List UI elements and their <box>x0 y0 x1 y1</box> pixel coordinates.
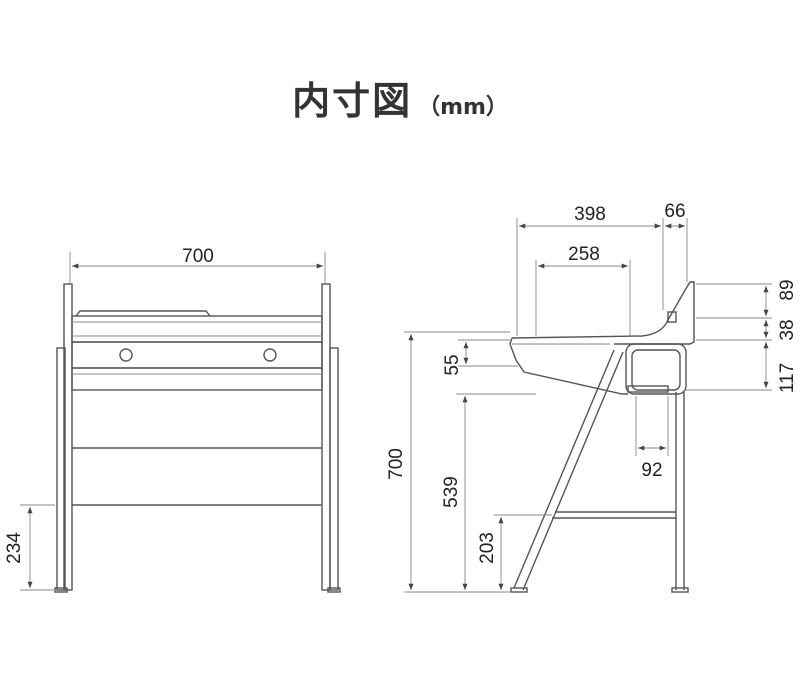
front-left-post <box>63 283 73 591</box>
front-desk-top <box>71 315 323 343</box>
side-front-foot <box>510 587 528 593</box>
side-hutch-height-label: 89 <box>777 279 798 300</box>
side-desk-top <box>511 281 695 345</box>
side-view: 398 66 258 89 38 117 55 <box>386 201 798 593</box>
front-drawer <box>71 341 323 369</box>
front-right-leg <box>329 347 339 591</box>
side-footrest-height-label: 203 <box>477 532 498 564</box>
side-drawer-depth-label: 117 <box>777 363 798 393</box>
side-diagonal-leg-outer <box>513 349 615 589</box>
side-total-height-label: 700 <box>386 448 407 480</box>
front-top-shelf <box>75 310 211 317</box>
side-drawer-box <box>627 385 669 393</box>
side-front-lip-label: 55 <box>442 354 463 375</box>
front-leg-height-label: 234 <box>4 532 25 564</box>
front-right-foot <box>327 587 341 593</box>
side-drawer-frame <box>625 343 687 395</box>
page-title: 内寸図（mm） <box>0 70 800 125</box>
side-top-depth-label: 398 <box>574 204 606 225</box>
title-main: 内寸図 <box>292 79 413 123</box>
side-hutch-block <box>667 311 677 323</box>
front-view: 700 234 <box>4 246 341 593</box>
side-hutch-depth-label: 66 <box>664 201 685 222</box>
side-drawer-width-label: 92 <box>641 460 662 481</box>
front-width-label: 700 <box>182 246 214 267</box>
front-right-post <box>321 283 331 591</box>
side-knee-height-label: 539 <box>441 476 462 508</box>
side-desk-front-curve <box>509 337 628 395</box>
side-diagonal-leg-inner <box>522 351 624 591</box>
front-left-leg <box>56 347 66 591</box>
side-desk-depth-label: 258 <box>568 244 600 265</box>
front-lower-panel <box>71 367 323 391</box>
drawer-knob-right <box>263 348 277 362</box>
side-top-thickness-label: 38 <box>777 319 798 340</box>
title-unit: （mm） <box>418 95 508 120</box>
drawer-knob-left <box>119 348 133 362</box>
side-back-foot <box>671 587 689 593</box>
